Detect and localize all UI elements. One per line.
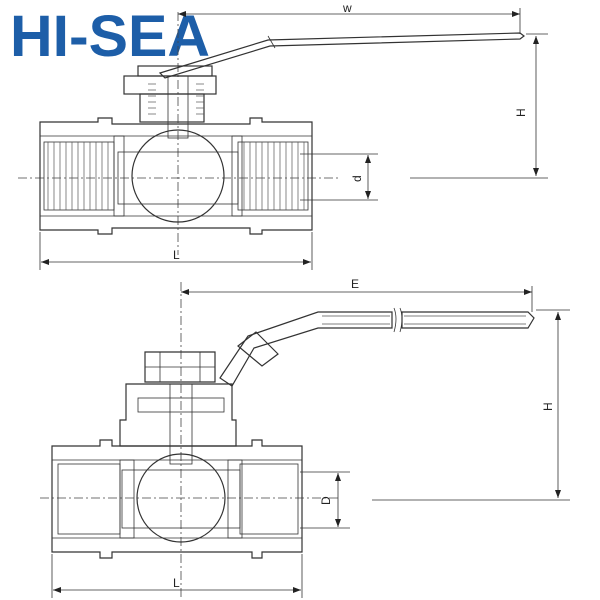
top-ball: [131, 129, 225, 223]
top-stem: [167, 75, 189, 139]
dim-label-d: d: [350, 175, 364, 182]
top-valve-view: w H d L: [18, 1, 548, 270]
dim-label-l-top: L: [173, 248, 180, 262]
bottom-left-port: [57, 463, 121, 535]
dim-label-w: w: [342, 1, 352, 15]
dim-label-l-bottom: L: [173, 576, 180, 590]
dim-label-h-top: H: [514, 108, 528, 117]
bottom-valve-body: [51, 439, 303, 559]
bottom-valve-view: E H D L: [40, 277, 570, 600]
bottom-bore: [121, 469, 241, 529]
bottom-stem: [169, 383, 193, 465]
bottom-lever-handle: [219, 311, 393, 387]
hi-sea-logo: HI-SEA: [10, 4, 210, 66]
top-right-port: [237, 141, 309, 211]
top-packing-gland: [123, 75, 217, 95]
bottom-handle-grip: [237, 331, 279, 367]
dim-label-e: E: [351, 277, 359, 291]
dim-label-h-bottom: H: [541, 402, 555, 411]
top-left-port: [43, 141, 115, 211]
bottom-hex-nut: [144, 351, 216, 383]
top-lever-handle: [158, 32, 525, 79]
top-valve-body: [39, 117, 313, 235]
top-bore: [117, 151, 239, 205]
bottom-ball: [136, 453, 226, 543]
dim-label-d-bottom: D: [319, 496, 333, 505]
bottom-bonnet: [119, 383, 237, 447]
logo-text: HI-SEA: [10, 4, 210, 66]
bottom-right-port: [239, 463, 299, 535]
